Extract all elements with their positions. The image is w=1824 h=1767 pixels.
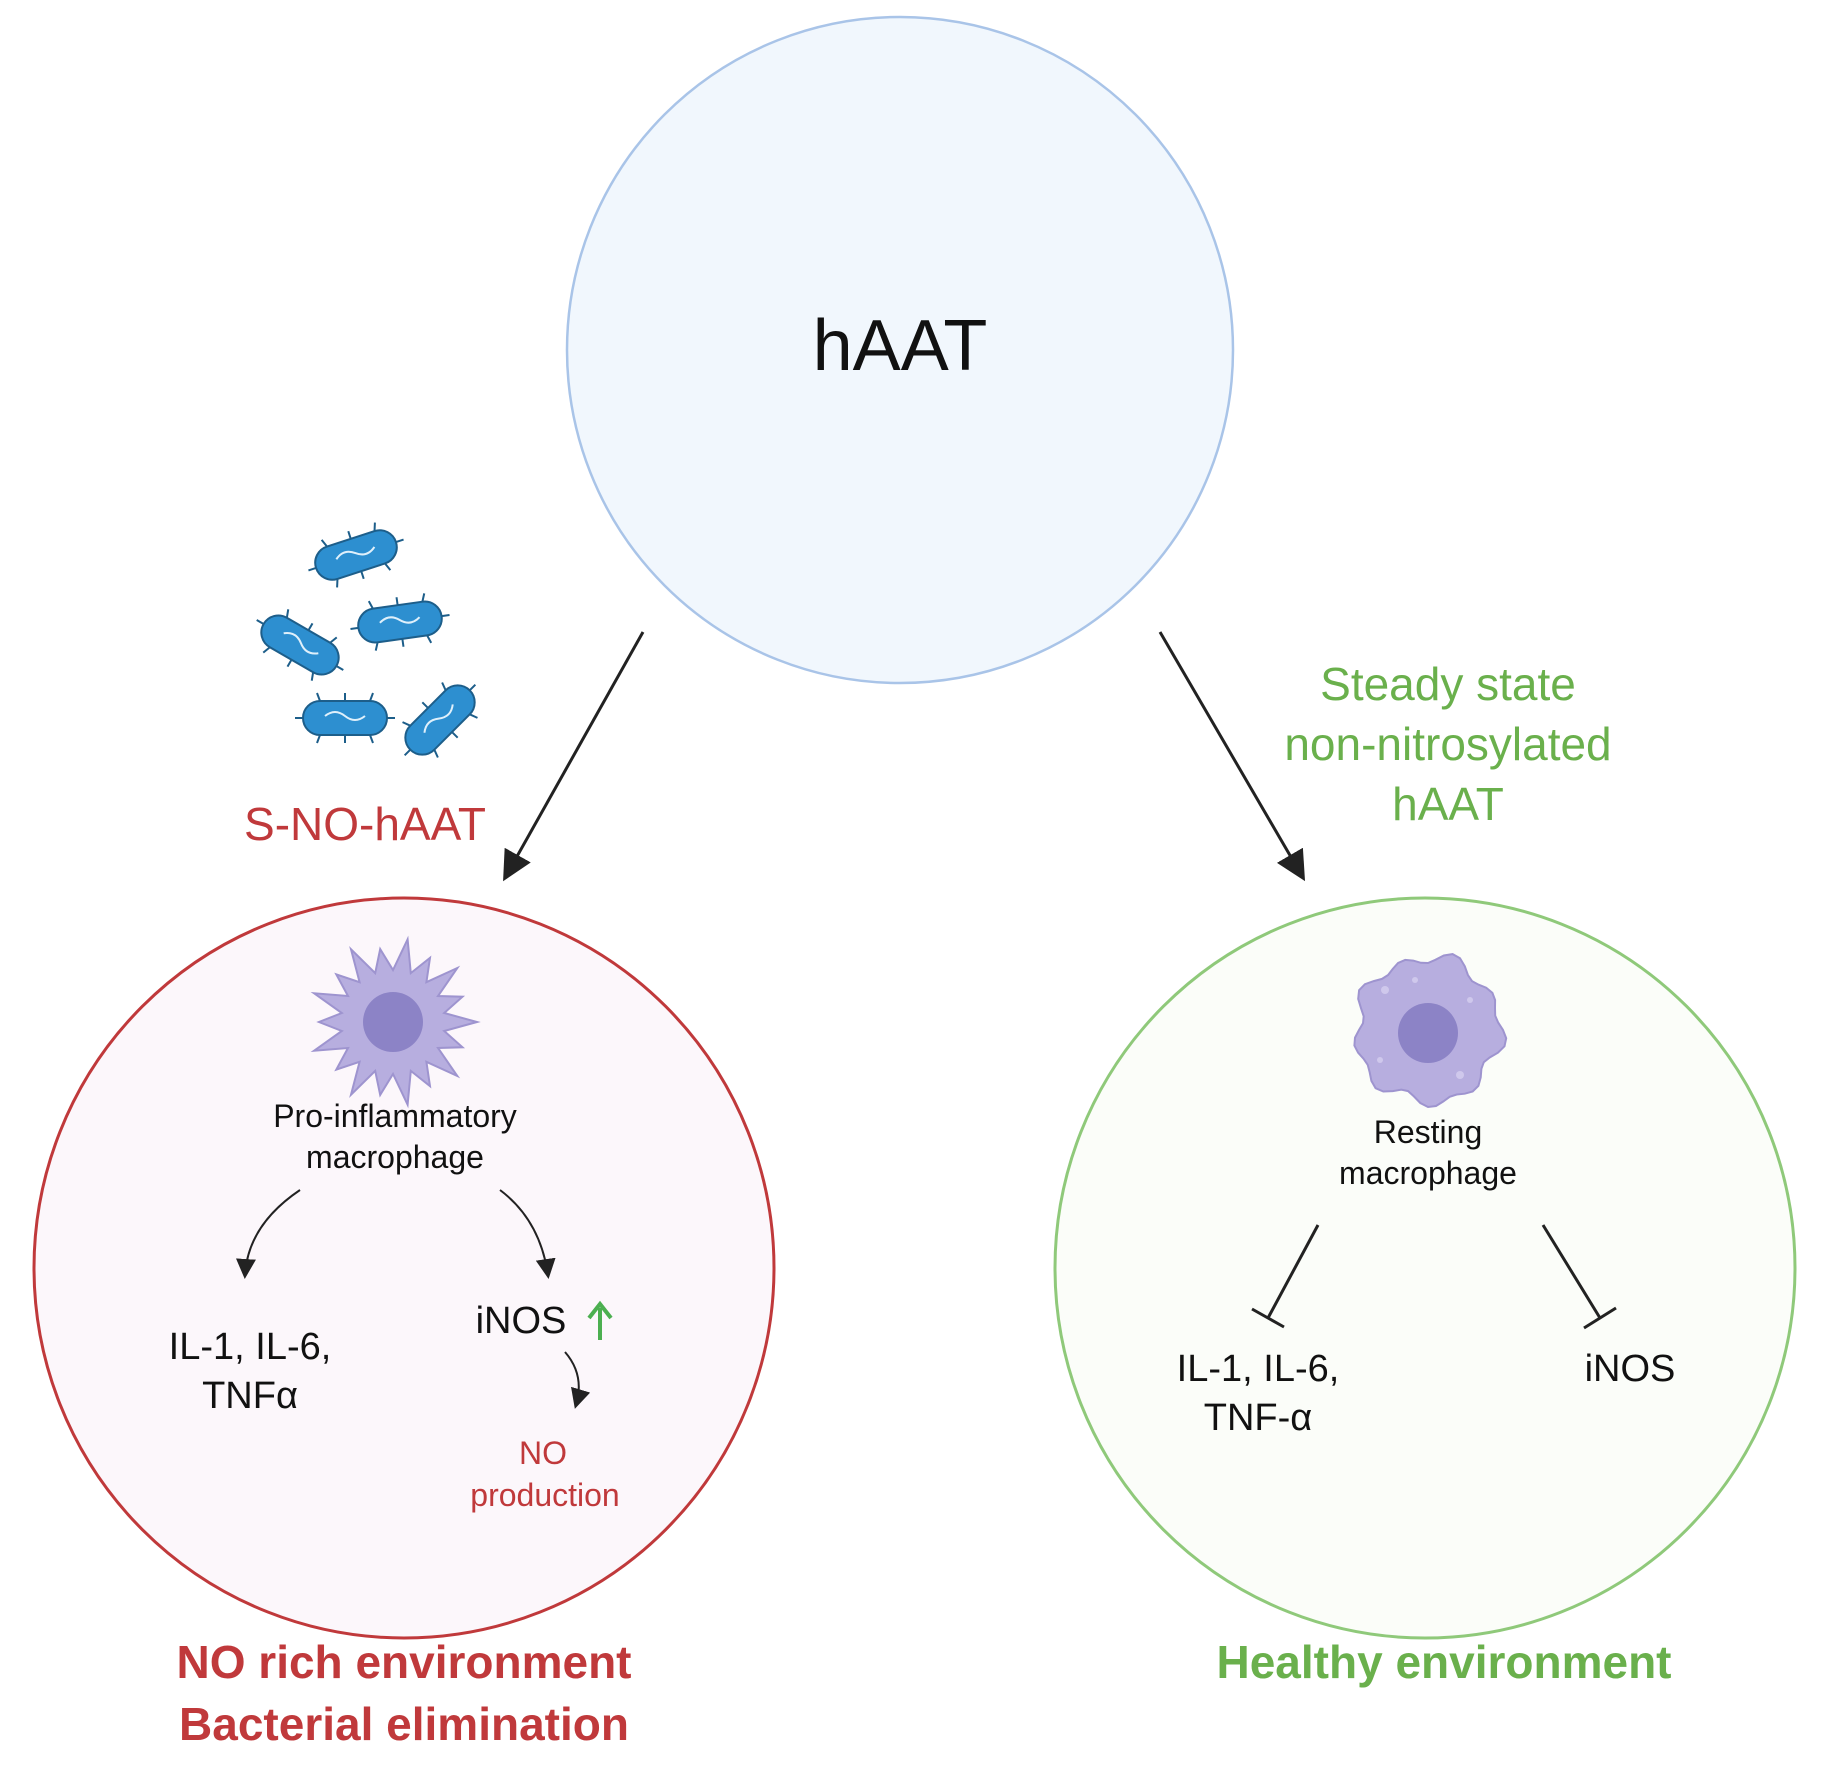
arrow-to-left-branch — [503, 631, 645, 882]
steady-state-label-line2: non-nitrosylated — [1284, 718, 1611, 770]
steady-state-label-line3: hAAT — [1392, 778, 1504, 830]
left-caption-line2: Bacterial elimination — [179, 1698, 629, 1750]
inhibit-cytokines-right — [1251, 1224, 1320, 1329]
bacterium — [308, 522, 404, 588]
arrow-to-inos-left — [499, 1189, 556, 1279]
bacteria-icon — [256, 522, 478, 758]
cytokines-left-line2: TNFα — [202, 1375, 298, 1417]
resting-label-line2: macrophage — [1339, 1155, 1517, 1191]
arrow-to-right-branch — [1158, 631, 1306, 882]
arrow-to-cytokines-left — [235, 1189, 301, 1279]
pro-inflammatory-label-line2: macrophage — [306, 1139, 484, 1175]
bacterium — [256, 609, 344, 681]
pro-inflammatory-label-line1: Pro-inflammatory — [273, 1098, 517, 1134]
resting-circle — [1053, 896, 1797, 1640]
right-caption-line1: Healthy environment — [1217, 1636, 1672, 1688]
round-macrophage-icon — [1353, 953, 1508, 1109]
bacterium — [295, 692, 395, 744]
cytokines-left-line1: IL-1, IL-6, — [169, 1326, 332, 1368]
inhibit-inos-right — [1541, 1224, 1617, 1330]
bacterium — [350, 593, 450, 651]
inos-right-label: iNOS — [1585, 1348, 1676, 1390]
haat-circle — [565, 15, 1235, 685]
haat-label: hAAT — [813, 306, 988, 386]
cytokines-right-line1: IL-1, IL-6, — [1177, 1348, 1340, 1390]
no-production-line1: NO — [519, 1435, 567, 1471]
resting-label-line1: Resting — [1374, 1114, 1483, 1150]
bacterium — [402, 682, 478, 758]
inos-left-label: iNOS — [476, 1300, 567, 1342]
no-production-line2: production — [470, 1477, 619, 1513]
left-caption-line1: NO rich environment — [177, 1636, 632, 1688]
s-no-haat-label: S-NO-hAAT — [244, 798, 486, 850]
steady-state-label-line1: Steady state — [1320, 658, 1576, 710]
spiky-macrophage-icon — [310, 935, 481, 1109]
pro-inflammatory-circle — [32, 896, 776, 1640]
arrow-to-no-production — [564, 1351, 591, 1409]
cytokines-right-line2: TNF-α — [1204, 1397, 1313, 1439]
up-arrow-icon — [587, 1300, 613, 1340]
